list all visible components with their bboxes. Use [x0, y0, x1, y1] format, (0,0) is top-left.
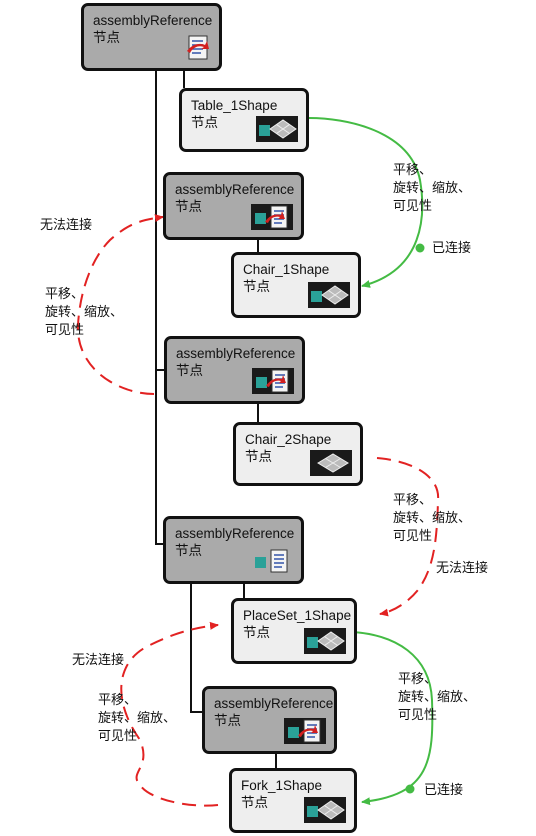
node-title: PlaceSet_1Shape: [243, 608, 352, 623]
label-trs-4: 平移、 旋转、缩放、 可见性: [98, 691, 176, 745]
node-title: Fork_1Shape: [241, 778, 323, 793]
shape-mesh-icon: [304, 628, 346, 654]
label-cannot-connect-2: 无法连接: [436, 560, 489, 575]
label-trs-3: 平移、 旋转、缩放、 可见性: [393, 491, 471, 545]
label-line: 可见性: [393, 528, 433, 543]
node-assembly-reference-1[interactable]: assemblyReference 节点: [81, 3, 222, 71]
label-connected-1: 已连接: [432, 240, 472, 255]
label-line: 旋转、缩放、: [45, 304, 124, 319]
node-subtitle: 节点: [241, 795, 268, 810]
node-assembly-reference-2[interactable]: assemblyReference 节点: [163, 172, 304, 240]
label-line: 可见性: [45, 322, 85, 337]
node-subtitle: 节点: [245, 449, 272, 464]
node-title: assemblyReference: [214, 696, 334, 711]
label-line: 平移、: [393, 492, 433, 507]
node-subtitle: 节点: [191, 115, 218, 130]
hierarchy-branch-ref5: [190, 584, 202, 713]
shape-mesh-icon: [256, 116, 298, 142]
connected-dot-2: [405, 784, 415, 794]
node-title: Chair_2Shape: [245, 432, 332, 447]
node-subtitle: 节点: [243, 279, 270, 294]
label-line: 平移、: [98, 692, 138, 707]
node-subtitle: 节点: [175, 543, 202, 558]
node-subtitle: 节点: [214, 713, 241, 728]
node-chair-2shape[interactable]: Chair_2Shape 节点: [233, 422, 363, 486]
connection-cannot-1: [76, 214, 164, 395]
label-line: 平移、: [393, 162, 433, 177]
node-title: Chair_1Shape: [243, 262, 330, 277]
connection-cannot-3: [120, 621, 219, 807]
node-fork-1shape[interactable]: Fork_1Shape 节点: [229, 768, 357, 833]
shape-mesh-icon: [310, 450, 352, 476]
label-cannot-connect-3: 无法连接: [72, 652, 125, 667]
label-line: 平移、: [398, 671, 438, 686]
label-connected-2: 已连接: [424, 782, 464, 797]
connected-dot-1: [415, 243, 425, 253]
node-placeset-1shape[interactable]: PlaceSet_1Shape 节点: [231, 598, 357, 664]
node-title: assemblyReference: [175, 526, 295, 541]
assembly-reference-icon: [252, 368, 294, 394]
node-assembly-reference-4[interactable]: assemblyReference 节点: [163, 516, 304, 584]
label-line: 可见性: [98, 728, 138, 743]
assembly-reference-icon: [251, 548, 293, 574]
shape-mesh-icon: [308, 282, 350, 308]
label-line: 旋转、缩放、: [98, 710, 177, 725]
node-chair-1shape[interactable]: Chair_1Shape 节点: [231, 252, 361, 318]
label-cannot-connect-1: 无法连接: [40, 217, 93, 232]
hierarchy-lines: [155, 70, 277, 768]
node-subtitle: 节点: [93, 30, 120, 45]
label-trs-1: 平移、 旋转、缩放、 可见性: [393, 161, 471, 215]
label-line: 旋转、缩放、: [393, 180, 472, 195]
connection-cannot-2: [376, 457, 440, 617]
assembly-reference-icon: [284, 718, 326, 744]
assembly-reference-icon: [251, 204, 293, 230]
node-table-1shape[interactable]: Table_1Shape 节点: [179, 88, 309, 152]
label-line: 可见性: [398, 707, 438, 722]
node-assembly-reference-3[interactable]: assemblyReference 节点: [164, 336, 305, 404]
node-assembly-reference-5[interactable]: assemblyReference 节点: [202, 686, 337, 754]
hierarchy-trunk: [155, 70, 165, 545]
node-title: assemblyReference: [176, 346, 296, 361]
node-title: Table_1Shape: [191, 98, 278, 113]
assembly-reference-icon: [187, 35, 209, 60]
shape-mesh-icon: [304, 797, 346, 823]
label-line: 旋转、缩放、: [398, 689, 477, 704]
label-trs-2: 平移、 旋转、缩放、 可见性: [45, 285, 123, 339]
label-line: 旋转、缩放、: [393, 510, 472, 525]
node-title: assemblyReference: [175, 182, 295, 197]
label-line: 平移、: [45, 286, 85, 301]
label-trs-5: 平移、 旋转、缩放、 可见性: [398, 670, 476, 724]
node-subtitle: 节点: [243, 625, 270, 640]
node-subtitle: 节点: [175, 199, 202, 214]
node-title: assemblyReference: [93, 13, 213, 28]
connection-connected-1: [308, 117, 424, 288]
node-subtitle: 节点: [176, 363, 203, 378]
label-line: 可见性: [393, 198, 433, 213]
